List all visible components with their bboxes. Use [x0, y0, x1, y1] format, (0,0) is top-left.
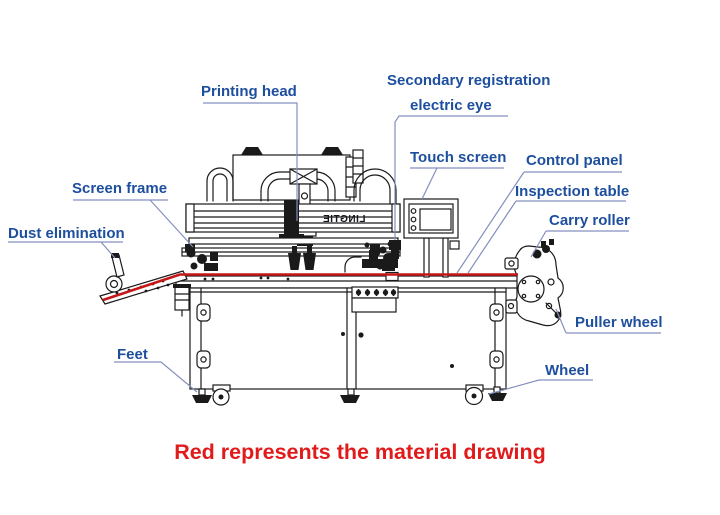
label-control-panel: Control panel [526, 152, 623, 169]
clamp-row [355, 289, 397, 296]
label-screen-frame: Screen frame [72, 180, 168, 197]
inspection-table-leader [467, 200, 626, 274]
material-path-line [102, 273, 518, 302]
cable-loop-left [206, 167, 234, 202]
beam-carriage [284, 200, 299, 238]
leader-lines [8, 102, 661, 395]
beam-assembly [181, 200, 401, 257]
feet-and-wheels [192, 384, 507, 406]
head-bump-right [321, 147, 343, 155]
flood-bar [303, 253, 316, 270]
ramp-lever [111, 254, 125, 278]
screen-frame-leader [73, 199, 194, 248]
printing-head-leader [203, 102, 298, 221]
panel-button [410, 225, 417, 231]
carry-roller-wheel [532, 249, 542, 259]
wheel-leader [488, 379, 593, 395]
electric-eye-leader [394, 115, 508, 240]
head-bump-left [241, 147, 263, 155]
panel-button [410, 208, 417, 214]
label-touch-screen: Touch screen [410, 149, 507, 166]
puller-wheel-leader [555, 308, 661, 334]
label-inspection-table: Inspection table [515, 183, 630, 200]
panel-button [410, 216, 417, 223]
feet-leader [114, 361, 198, 393]
door-hinges [196, 303, 504, 369]
puller-wheel-disc [517, 275, 545, 303]
pneumatic-cylinder [174, 286, 190, 311]
registration-assembly [344, 241, 399, 313]
carry-roller-leader [530, 230, 629, 258]
touch-screen-panel [403, 198, 460, 278]
label-printing-head: Printing head [201, 83, 297, 100]
adjustable-foot [340, 395, 360, 403]
door-handle [450, 364, 454, 368]
touch-screen-leader [410, 167, 504, 200]
head-assembly [206, 147, 397, 246]
label-dust-elimination: Dust elimination [8, 225, 125, 242]
puller-assembly [504, 239, 564, 327]
door-handle [358, 332, 364, 338]
adjustable-foot [192, 395, 212, 403]
touch-screen-display [419, 208, 452, 231]
label-puller-wheel: Puller wheel [575, 314, 663, 331]
label-wheel: Wheel [545, 362, 590, 379]
label-secondary-registration: Secondary registration [387, 72, 551, 89]
brand-text-mirrored: LINGTIE [322, 214, 366, 225]
label-carry-roller: Carry roller [549, 212, 630, 229]
label-electric-eye: electric eye [410, 97, 492, 114]
dust-elimination-leader [8, 241, 123, 259]
figure-caption: Red represents the material drawing [174, 440, 546, 464]
door-handle [341, 332, 345, 336]
ramp-roller [105, 275, 123, 293]
puller-handle [545, 302, 557, 314]
adjustable-foot [488, 393, 507, 401]
control-panel-leader [456, 171, 622, 274]
electric-eye-sensor [389, 240, 401, 250]
label-feet: Feet [117, 346, 148, 363]
squeegee [288, 253, 301, 270]
dust-elimination-ramp [99, 253, 191, 317]
cabinet [189, 287, 507, 390]
